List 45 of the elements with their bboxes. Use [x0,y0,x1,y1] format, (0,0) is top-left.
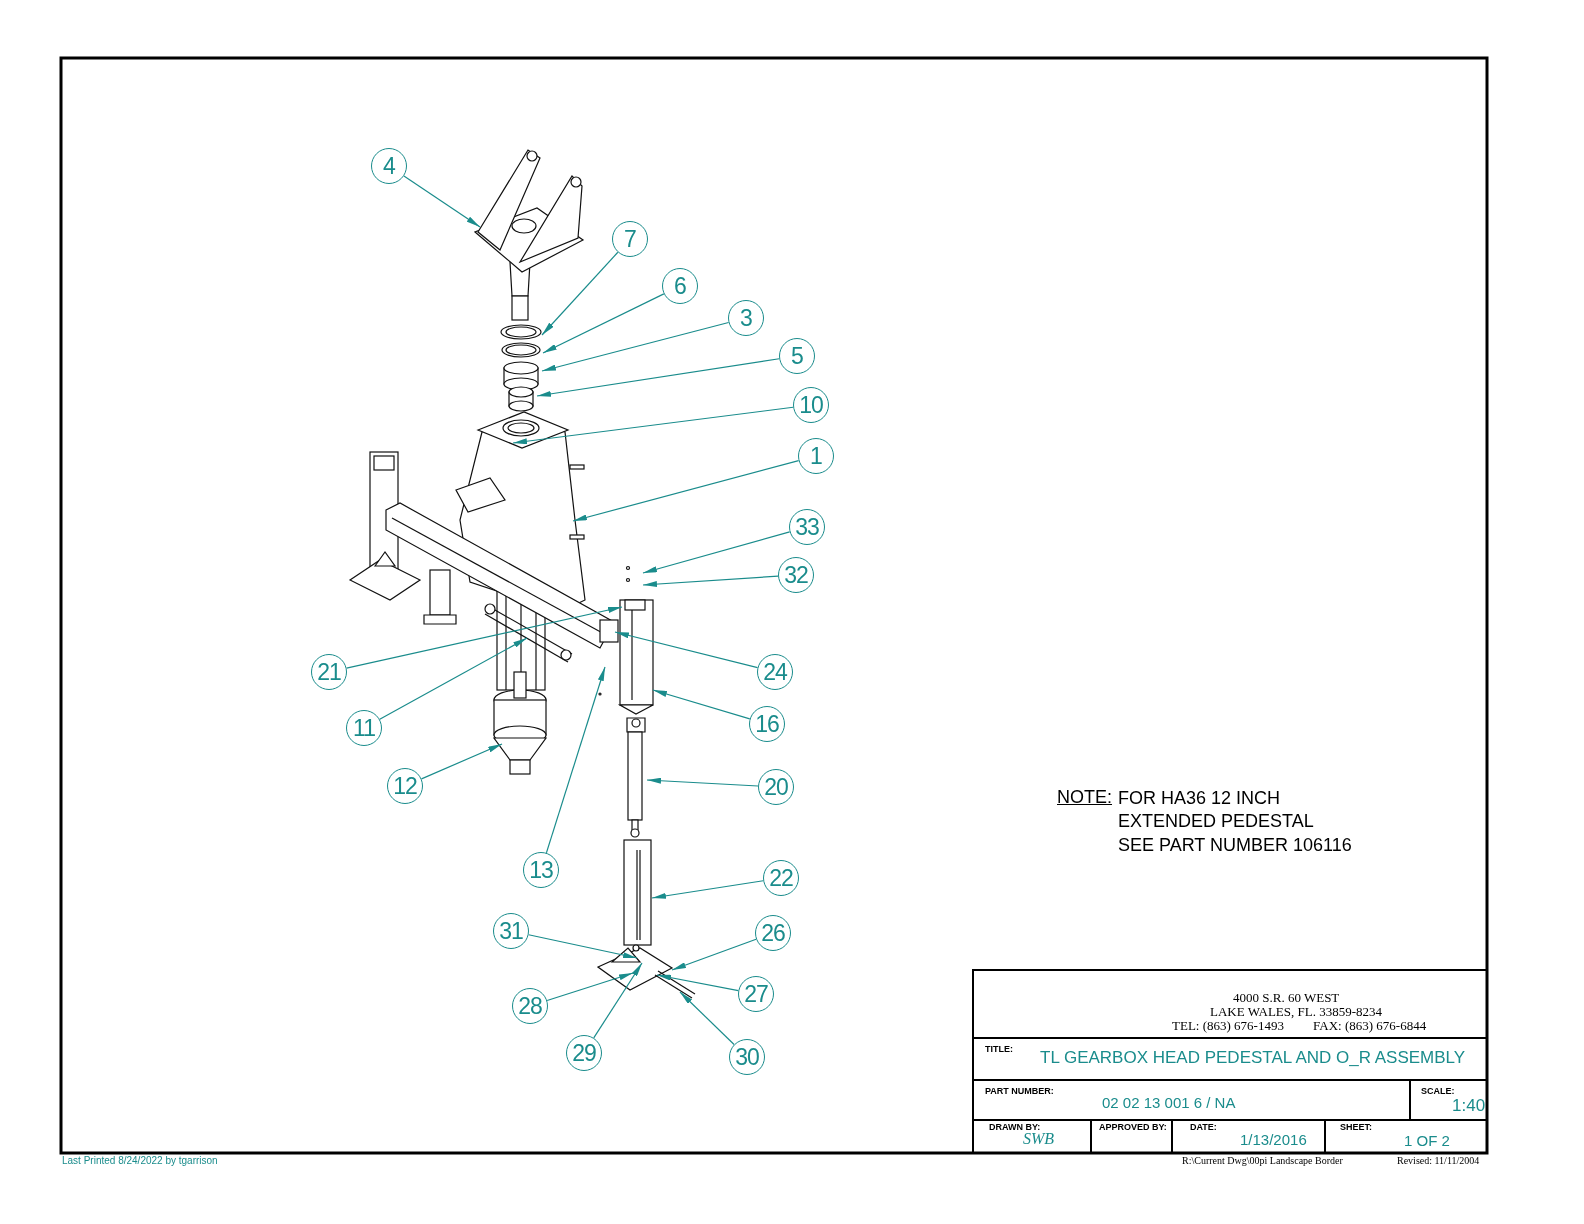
scale-value: 1:40 [1452,1096,1486,1116]
file-path-note: R:\Current Dwg\00pi Landscape Border [1182,1155,1343,1167]
leader-line [646,777,759,787]
drafter-initials: SWB [1023,1130,1055,1149]
leader-line [542,293,665,354]
print-note: Last Printed 8/24/2022 by tgarrison [62,1155,218,1167]
leader-line [512,406,794,445]
leader-line [546,972,634,1002]
leader-line [642,575,779,588]
date-value: 1/13/2016 [1240,1131,1307,1149]
leader-line [651,880,764,899]
part-number: 02 02 13 001 6 / NA [1102,1094,1236,1112]
leader-line [656,974,739,992]
field-label: SHEET: [1340,1122,1372,1133]
leader-line [379,637,528,720]
address-text: LAKE WALES, FL. 33859-8234 [1210,1005,1382,1020]
leader-line [642,531,791,574]
leader-line [541,321,730,372]
sheet-value: 1 OF 2 [1404,1132,1450,1150]
field-label: DATE: [1190,1122,1217,1133]
fax-number: FAX: (863) 676-6844 [1313,1019,1427,1034]
note-heading: NOTE: [1057,787,1112,808]
field-label: SCALE: [1421,1086,1455,1097]
leader-line [420,743,503,780]
revision-note: Revised: 11/11/2004 [1397,1155,1480,1167]
leader-line [403,175,481,228]
leader-line [614,631,759,669]
note-text: FOR HA36 12 INCH EXTENDED PEDESTAL SEE PART NUMBER 106116 [1118,787,1353,857]
field-label: APPROVED BY: [1099,1122,1167,1133]
leader-line [671,938,757,971]
leader-line [593,962,643,1039]
leader-line [541,251,619,336]
field-label: DRAWN BY: [989,1122,1041,1133]
leader-line [528,934,638,959]
phone-number: TEL: (863) 676-1493 [1172,1019,1284,1034]
leader-line [679,991,735,1046]
leader-line [536,358,780,397]
leader-line [572,460,800,522]
drawing-title: TL GEARBOX HEAD PEDESTAL AND O_R ASSEMBLY [1040,1048,1466,1068]
field-label: PART NUMBER: [985,1086,1054,1097]
leader-line [652,689,751,720]
address-text: 4000 S.R. 60 WEST [1233,991,1340,1006]
field-label: TITLE: [985,1044,1013,1055]
leader-line [345,606,623,669]
leader-line [545,666,606,854]
